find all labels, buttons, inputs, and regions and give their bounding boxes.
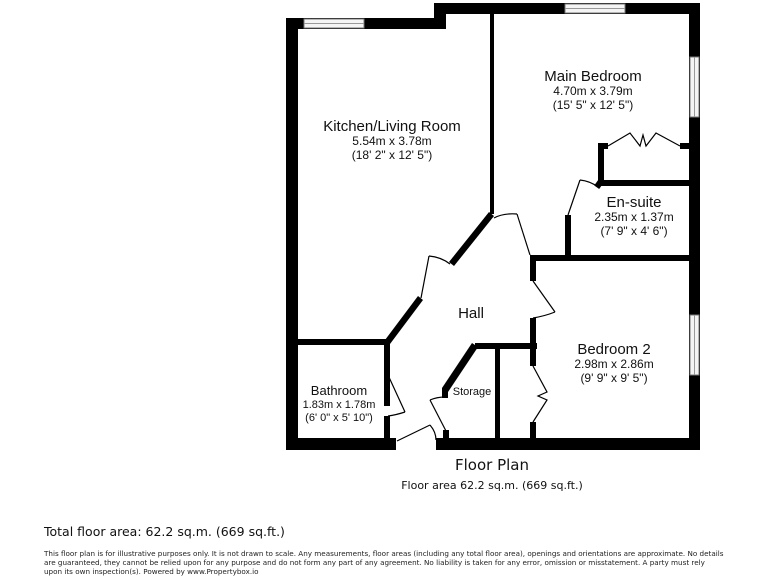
door-entrance [396, 424, 431, 442]
wall-bathroom-right-upper [384, 340, 390, 406]
windows [303, 3, 700, 450]
door-storage [429, 399, 447, 432]
room-name: Bathroom [310, 383, 368, 398]
room-metric: 4.70m x 3.79m [553, 84, 633, 99]
wall-bedroom2-left-top [530, 255, 536, 281]
walls [286, 3, 700, 450]
wall-bedroom2-left-bottom [530, 422, 536, 440]
entrance-opening [396, 438, 436, 450]
room-name: En-suite [606, 194, 662, 211]
room-imperial: (6' 0" x 5' 10") [305, 411, 373, 424]
door-bedroom2-cupboard [532, 365, 548, 423]
wall-storage-left-bottom [443, 430, 449, 440]
wall-storage-diag [442, 343, 478, 392]
door-ensuite [567, 179, 581, 216]
wall-left [286, 18, 298, 450]
room-kitchen-living: Kitchen/Living Room 5.54m x 3.78m (18' 2… [323, 118, 461, 163]
door-kitchen [420, 255, 430, 299]
room-main-bedroom: Main Bedroom 4.70m x 3.79m (15' 5" x 12'… [544, 68, 642, 113]
wall-bedroom2-top [530, 255, 690, 261]
wall-ensuite-top [598, 180, 690, 186]
total-floor-area: Total floor area: 62.2 sq.m. (669 sq.ft.… [44, 524, 285, 539]
disclaimer-text: This floor plan is for illustrative purp… [44, 549, 724, 576]
room-metric: 1.83m x 1.78m [302, 398, 376, 411]
room-name: Kitchen/Living Room [323, 118, 461, 135]
room-name: Storage [452, 386, 492, 398]
room-storage: Storage [453, 386, 492, 399]
wall-bathroom-top [286, 339, 390, 345]
door-wardrobe [607, 132, 681, 148]
room-hall: Hall [458, 305, 484, 322]
wall-storage-left-stub [442, 388, 448, 398]
floor-plan-drawing [286, 3, 700, 450]
wall-hall-diag-upper [449, 212, 494, 266]
room-metric: 2.98m x 2.86m [574, 357, 654, 372]
room-imperial: (7' 9" x 4' 6") [600, 224, 668, 239]
wall-bottom [286, 438, 700, 450]
door-main-bedroom [516, 213, 531, 256]
door-bathroom [387, 374, 406, 413]
wall-bedroom2-left-mid [530, 318, 536, 366]
room-name: Hall [458, 305, 484, 322]
room-bedroom-2: Bedroom 2 2.98m x 2.86m (9' 9" x 9' 5") [574, 341, 653, 386]
wall-top-kitchen [286, 18, 446, 29]
room-name: Bedroom 2 [577, 341, 651, 358]
room-imperial: (18' 2" x 12' 5") [351, 148, 433, 163]
wall-wardrobe-top-right [680, 143, 690, 149]
wall-storage-top [475, 343, 537, 349]
wall-wardrobe-top-left [598, 143, 608, 149]
wall-wardrobe-left [598, 143, 604, 186]
room-imperial: (9' 9" x 9' 5") [580, 371, 648, 386]
room-metric: 2.35m x 1.37m [594, 210, 674, 225]
wall-hall-diag-lower [385, 296, 423, 344]
door-bedroom2 [532, 280, 556, 313]
wall-right [689, 3, 700, 450]
room-bathroom: Bathroom 1.83m x 1.78m (6' 0" x 5' 10") [302, 383, 376, 424]
plan-floor-area: Floor area 62.2 sq.m. (669 sq.ft.) [401, 479, 583, 492]
room-ensuite: En-suite 2.35m x 1.37m (7' 9" x 4' 6") [594, 194, 673, 239]
doors [387, 132, 681, 442]
room-metric: 5.54m x 3.78m [352, 134, 432, 149]
room-imperial: (15' 5" x 12' 5") [552, 98, 634, 113]
wall-bathroom-right-lower [384, 416, 390, 440]
wall-ensuite-left [565, 215, 571, 257]
room-name: Main Bedroom [544, 68, 642, 85]
plan-title: Floor Plan [455, 456, 529, 474]
wall-storage-divider [495, 343, 500, 440]
wall-kitchen-bedroom [490, 14, 494, 214]
